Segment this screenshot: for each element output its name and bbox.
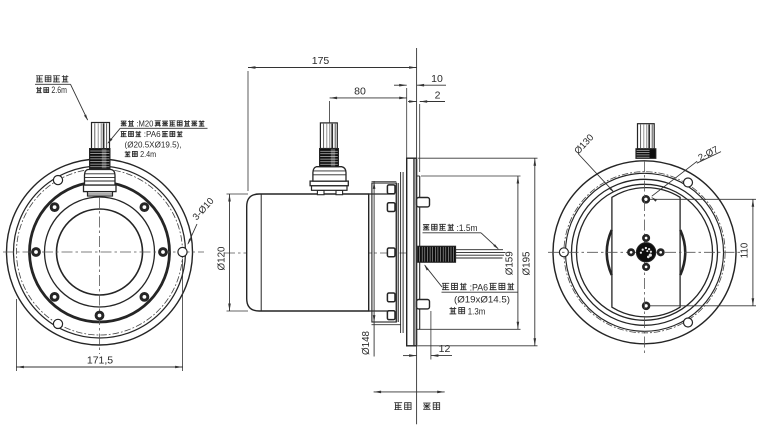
svg-text:1.3m: 1.3m: [468, 306, 486, 317]
svg-text::M20: :M20: [136, 119, 153, 129]
svg-text::1.5m: :1.5m: [457, 223, 478, 233]
svg-text:(Ø20.5XØ19.5),: (Ø20.5XØ19.5),: [125, 140, 182, 150]
svg-text:80: 80: [354, 85, 366, 97]
svg-text:12: 12: [439, 343, 451, 355]
svg-text:2.4m: 2.4m: [140, 149, 156, 159]
svg-text:(Ø19xØ14.5): (Ø19xØ14.5): [454, 293, 510, 304]
svg-text::PA6: :PA6: [144, 129, 161, 139]
svg-text:110: 110: [740, 242, 751, 258]
svg-text:171,5: 171,5: [87, 355, 113, 367]
svg-text:10: 10: [431, 73, 443, 85]
svg-text:Ø148: Ø148: [361, 330, 372, 355]
svg-text:175: 175: [312, 55, 330, 67]
svg-text:Ø159: Ø159: [505, 251, 516, 275]
svg-text::PA6: :PA6: [470, 281, 489, 292]
svg-text:2: 2: [435, 89, 441, 101]
svg-text:Ø120: Ø120: [217, 246, 228, 271]
svg-text:2.6m: 2.6m: [51, 85, 67, 95]
svg-text:Ø195: Ø195: [522, 251, 533, 276]
